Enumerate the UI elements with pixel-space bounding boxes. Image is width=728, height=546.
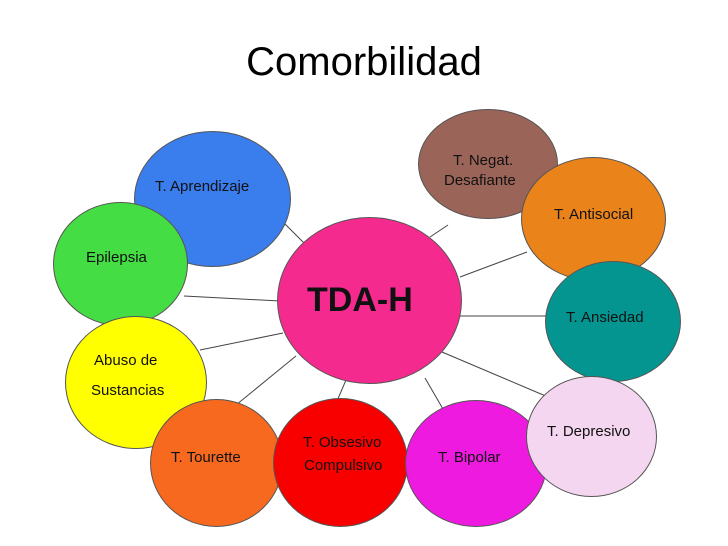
node-negat-label-2: Desafiante [444, 172, 516, 189]
node-tourette: T. Tourette [150, 399, 283, 527]
node-obsesivo-label-1: T. Obsesivo [303, 434, 382, 451]
link-obsesivo [336, 379, 347, 402]
page-title: Comorbilidad [246, 40, 482, 84]
node-obsesivo-compulsivo: T. Obsesivo Compulsivo [273, 398, 408, 527]
link-negat [429, 224, 449, 238]
node-bipolar: T. Bipolar [405, 400, 547, 527]
node-abuso-label-1: Abuso de [94, 352, 158, 369]
link-abuso [199, 332, 284, 351]
link-antisocial [459, 251, 528, 278]
node-epilepsia: Epilepsia [53, 202, 188, 326]
link-bipolar [424, 377, 444, 410]
node-ansiedad: T. Ansiedad [545, 261, 681, 382]
node-epilepsia-label: Epilepsia [86, 249, 147, 266]
center-node-tdah: TDA-H [277, 217, 462, 384]
node-abuso-label-2: Sustancias [91, 382, 165, 399]
center-label: TDA-H [307, 281, 413, 319]
link-tourette [235, 355, 297, 406]
link-aprendizaje [282, 221, 306, 245]
node-obsesivo-label-2: Compulsivo [304, 457, 383, 474]
node-tourette-label: T. Tourette [171, 449, 241, 466]
link-depresivo [441, 351, 549, 398]
node-depresivo: T. Depresivo [526, 376, 657, 497]
node-ansiedad-label: T. Ansiedad [566, 309, 644, 326]
node-aprendizaje-label: T. Aprendizaje [155, 178, 250, 195]
link-epilepsia [183, 295, 281, 302]
node-bipolar-label: T. Bipolar [438, 449, 501, 466]
node-antisocial-label: T. Antisocial [554, 206, 634, 223]
node-depresivo-label: T. Depresivo [547, 423, 631, 440]
node-negat-label-1: T. Negat. [453, 152, 514, 169]
